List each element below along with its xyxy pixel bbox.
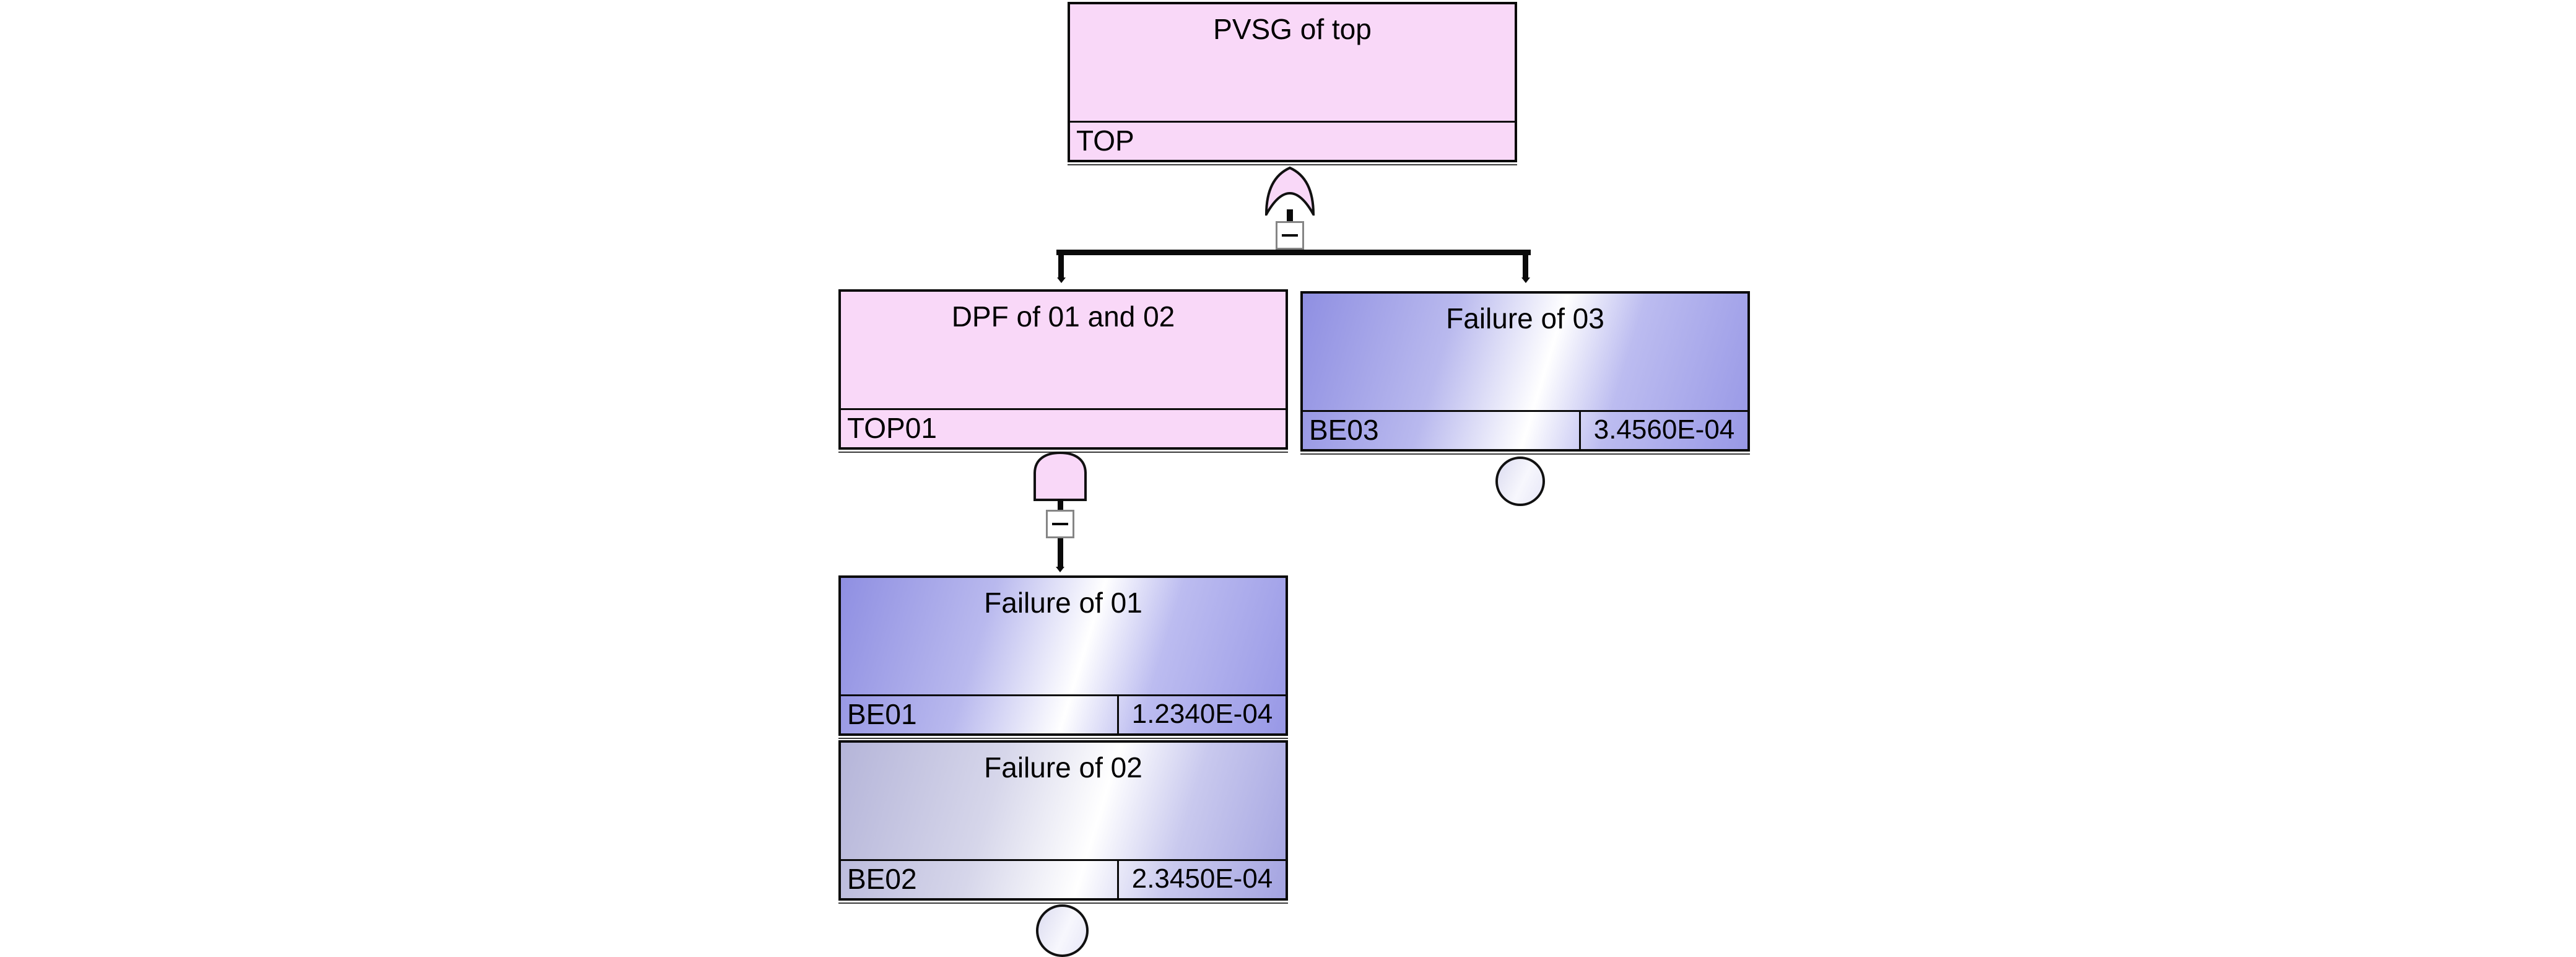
basic-event-circle-be02[interactable] [1036,904,1089,957]
node-be03-label: BE03 [1309,414,1379,446]
node-be01-title: Failure of 01 [841,578,1286,696]
gate-stub-line-2 [1058,499,1063,510]
node-be01-value: 1.2340E-04 [1117,696,1286,733]
node-be03-title: Failure of 03 [1303,294,1747,412]
node-be03[interactable]: Failure of 03 BE03 3.4560E-04 [1300,291,1750,455]
node-top[interactable]: PVSG of top TOP [1068,2,1517,165]
node-top01[interactable]: DPF of 01 and 02 TOP01 [838,289,1288,453]
connector-drop-left [1058,250,1064,277]
node-top01-label: TOP01 [847,412,937,444]
node-be01-label: BE01 [847,698,917,730]
connector-arrow-right [1521,277,1530,283]
node-be02-value: 2.3450E-04 [1117,861,1286,898]
connector-bar [1056,250,1531,255]
gate-stub-line [1287,209,1293,222]
collapse-toggle-top01[interactable] [1046,510,1074,538]
and-gate-icon[interactable] [1032,450,1088,502]
connector-drop-right [1523,250,1528,277]
node-be02-label: BE02 [847,863,917,895]
connector-line-to-be01 [1058,538,1063,567]
connector-arrow-be01 [1056,567,1064,572]
node-top01-title: DPF of 01 and 02 [841,292,1286,410]
node-top-title: PVSG of top [1070,4,1515,123]
node-top-label: TOP [1076,125,1134,157]
basic-event-circle-be03[interactable] [1495,457,1545,506]
or-gate-icon[interactable] [1264,165,1316,216]
collapse-minus-icon [1052,523,1068,525]
collapse-toggle-top[interactable] [1276,221,1304,250]
node-be03-value: 3.4560E-04 [1579,412,1747,449]
node-be01[interactable]: Failure of 01 BE01 1.2340E-04 [838,575,1288,739]
collapse-minus-icon [1282,234,1298,237]
node-be02[interactable]: Failure of 02 BE02 2.3450E-04 [838,740,1288,904]
connector-arrow-left [1057,277,1066,283]
node-be02-title: Failure of 02 [841,743,1286,861]
